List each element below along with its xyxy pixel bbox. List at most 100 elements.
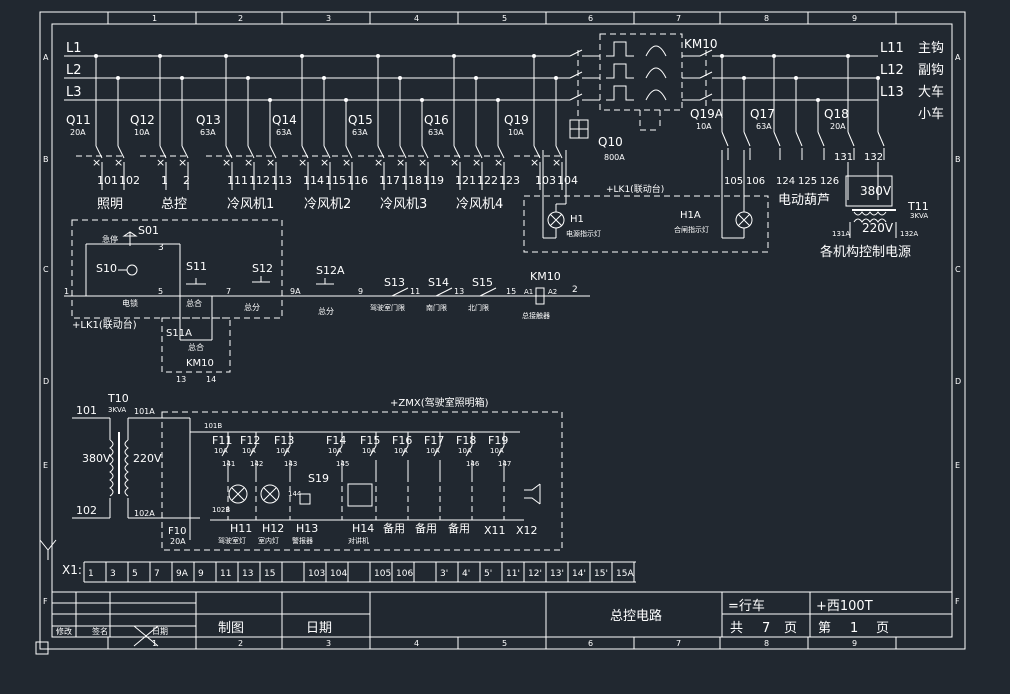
h1-name: H1 (570, 214, 584, 225)
lk1-top-label: +LK1(联动台) (606, 183, 664, 195)
t11-v1: 380V (860, 184, 892, 198)
t10-in1: 101 (76, 404, 97, 417)
border-row-right-F: F (955, 597, 960, 606)
t11-131a: 131A (832, 230, 850, 238)
breaker-group: Q1120A×101×102Q1210A×1×2Q1363A×111×112×1… (66, 54, 578, 190)
node-5: 5 (158, 287, 163, 296)
wire-101: 101 (97, 174, 118, 187)
output-labels: L11 L12 L13 主钩 副钩 大车 小车 (880, 41, 944, 122)
breaker-rating-q13: 63A (200, 128, 216, 137)
fuse-rating-f15: 10A (362, 447, 376, 455)
group-label-lighting: 照明 (97, 197, 123, 212)
breaker-name-q11: Q11 (66, 113, 91, 127)
t11-132a: 132A (900, 230, 918, 238)
fuse-name-f16: F16 (392, 434, 412, 447)
bus-l1-label: L1 (66, 41, 82, 56)
q10-rating: 800A (604, 153, 625, 162)
svg-text:×: × (418, 156, 427, 169)
x12-label: X12 (516, 524, 538, 537)
page-unit: 页 (876, 621, 889, 636)
node-2: 2 (572, 285, 578, 295)
f10-rating: 20A (170, 537, 186, 546)
wire-112: 112 (249, 174, 270, 187)
fuse-rating-f17: 10A (426, 447, 440, 455)
node-3: 3 (158, 243, 164, 253)
wire-113: 113 (271, 174, 292, 187)
page-number: 1 (850, 621, 858, 636)
wire-126: 126 (820, 176, 839, 187)
wire-114: 114 (303, 174, 324, 187)
border-col-top-2: 2 (238, 14, 243, 23)
km10-name: KM10 (684, 37, 718, 51)
wire-131: 131 (834, 152, 853, 163)
drawn-label: 制图 (218, 621, 244, 636)
t10-name: T10 (107, 392, 129, 405)
s10-label: S10 (96, 262, 117, 275)
border-col-bottom-7: 7 (676, 639, 681, 648)
transformer-t11: 380V 220V T11 3KVA 131A 132A 各机构控制电源 (820, 162, 929, 260)
control-circuit: 急停 S01 3 S10 电锁 1 5 S11 总合 7 S12 总分 9A S… (64, 219, 590, 384)
t11-name: T11 (907, 200, 929, 213)
rev-date-label: 日期 (152, 627, 168, 636)
svg-text:×: × (266, 156, 275, 169)
wire-124: 124 (776, 176, 795, 187)
group-labels: 照明 总控 冷风机1 冷风机2 冷风机3 冷风机4 (97, 197, 503, 212)
border-row-right-E: E (955, 461, 960, 470)
terminal-5p: 5' (484, 569, 492, 579)
contactor-km10-main: KM10 (639, 37, 878, 131)
t10-out-a: 101A (134, 407, 155, 416)
spare-1: 备用 (383, 521, 405, 535)
terminal-14p: 14' (572, 569, 586, 579)
breaker-rating-q15: 63A (352, 128, 368, 137)
bus-l2-label: L2 (66, 63, 82, 78)
terminal-5: 5 (132, 569, 138, 579)
corner-box (35, 641, 49, 655)
terminal-9: 9 (198, 569, 204, 579)
terminal-106: 106 (396, 569, 413, 579)
wire-106: 106 (746, 176, 765, 187)
coil-a1: A1 (524, 288, 533, 296)
border-col-top-7: 7 (676, 14, 681, 23)
total-label: 共 (730, 621, 743, 636)
border-row-right-A: A (955, 53, 961, 62)
date-label: 日期 (306, 621, 332, 636)
node-15: 15 (506, 287, 516, 296)
border-col-bottom-9: 9 (852, 639, 857, 648)
border-row-left-A: A (43, 53, 49, 62)
wire-125: 125 (798, 176, 817, 187)
q10-name: Q10 (598, 135, 623, 149)
svg-text:×: × (92, 156, 101, 169)
h11-desc: 驾驶室灯 (218, 536, 246, 545)
svg-text:×: × (156, 156, 165, 169)
breaker-name-q14: Q14 (272, 113, 297, 127)
terminal-9A: 9A (176, 569, 189, 579)
s12a-desc: 总分 (318, 306, 334, 316)
breaker-rating-q11: 20A (70, 128, 86, 137)
spare-3: 备用 (448, 521, 470, 535)
breaker-name-q13: Q13 (196, 113, 221, 127)
border-row-left-D: D (43, 377, 49, 386)
location-label: +西100T (816, 599, 873, 614)
h14-desc: 对讲机 (348, 536, 369, 545)
lighting-circuit: 101 102 T10 3KVA 380V 220V 101A 102A +ZM… (72, 392, 563, 551)
terminal-13: 13 (242, 569, 253, 579)
lighting-fuses: F1110A141F1210A142F1310A143F1410A145F151… (212, 432, 511, 520)
out-l12: L12 (880, 63, 904, 78)
title-block: 总控电路 =行车 +西100T 共 7 页 第 1 页 制图 日期 修改 签名 … (52, 591, 952, 647)
breaker-rating-q19: 10A (508, 128, 524, 137)
breaker-rating-q18: 20A (830, 122, 846, 131)
wire-141: 141 (222, 460, 235, 468)
breaker-rating-q19a: 10A (696, 122, 712, 131)
fuse-rating-f16: 10A (394, 447, 408, 455)
km10-coil-desc: 总接触器 (522, 311, 550, 320)
wire-119: 119 (423, 174, 444, 187)
out-trolley: 小车 (918, 106, 944, 122)
svg-text:×: × (530, 156, 539, 169)
group-label-cooler4: 冷风机4 (456, 197, 503, 212)
terminal-3: 3 (110, 569, 116, 579)
fuse-name-f18: F18 (456, 434, 476, 447)
border-col-bottom-8: 8 (764, 639, 769, 648)
fuse-rating-f13: 10A (276, 447, 290, 455)
wire-143: 143 (284, 460, 297, 468)
